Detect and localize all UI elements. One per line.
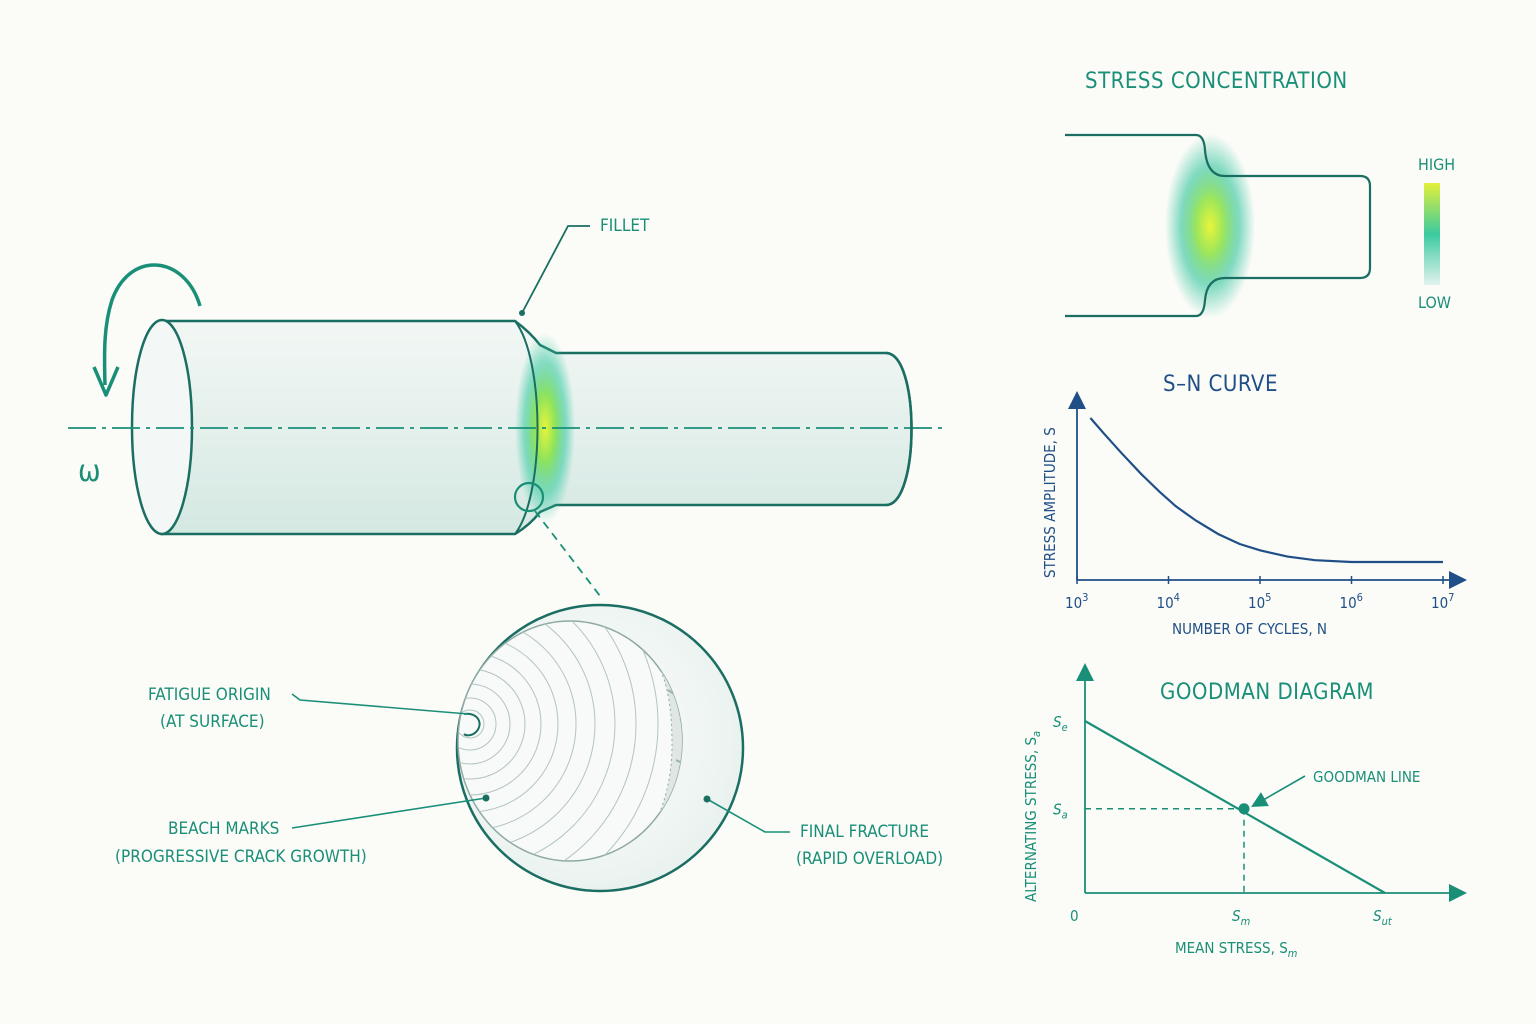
scale-high-label: HIGH [1418,155,1455,174]
fracture-face [457,620,683,862]
goodman-origin-label: 0 [1070,907,1079,925]
sn-curve-line [1089,417,1443,564]
goodman-x-tick-label: Sm [1232,907,1250,928]
sn-x-label: NUMBER OF CYCLES, N [1172,620,1327,638]
goodman-line [1084,720,1386,894]
stress-hotspot [1165,134,1255,318]
goodman-y-label: ALTERNATING STRESS, Sa [1022,731,1043,902]
rotation-arrowhead-icon [92,366,120,397]
origin-label-line1: FATIGUE ORIGIN [148,685,271,705]
goodman-line-leader [1251,775,1306,807]
goodman-title: GOODMAN DIAGRAM [1160,680,1374,705]
fillet-edge [514,320,539,535]
origin-leader [291,693,469,715]
sn-y-label: STRESS AMPLITUDE, S [1041,427,1059,578]
final-label-line1: FINAL FRACTURE [800,822,929,842]
final-fracture-zone [608,659,682,861]
fracture-surface-detail: FATIGUE ORIGIN (AT SURFACE) BEACH MARKS … [115,603,943,893]
goodman-y-tick-label: Sa [1053,801,1068,822]
sn-x-ticks: 103 104 105 106 107 [1065,576,1454,612]
rotation-arrow-icon [102,263,202,386]
sn-title: S–N CURVE [1163,372,1278,397]
goodman-x-label: MEAN STRESS, Sm [1175,939,1297,960]
final-label-line2: (RAPID OVERLOAD) [796,849,943,869]
beach-label-line2: (PROGRESSIVE CRACK GROWTH) [115,847,367,867]
sn-tick-label: 104 [1157,591,1180,612]
goodman-x-tick-label: Sut [1373,907,1393,928]
sn-tick-label: 107 [1431,591,1454,612]
scale-low-label: LOW [1418,293,1451,312]
detail-marker [513,481,545,513]
sn-tick-label: 103 [1065,591,1088,612]
sn-tick-label: 106 [1340,591,1363,612]
goodman-line-label: GOODMAN LINE [1313,768,1420,786]
shaft-end-face [130,318,194,536]
stress-concentration-panel: STRESS CONCENTRATION HIGH LOW [1065,69,1455,318]
fillet-label: FILLET [600,216,650,236]
stress-color-scale [1424,183,1440,285]
beach-label-line1: BEACH MARKS [168,819,279,839]
shaft-illustration: ω FILLET [68,216,946,597]
beach-marks-leader [291,797,487,829]
fillet-leader [521,225,590,314]
sn-tick-label: 105 [1248,591,1271,612]
stress-concentration-title: STRESS CONCENTRATION [1085,69,1348,94]
detail-leader [534,510,601,597]
goodman-y-tick-label: Se [1053,713,1068,734]
origin-label-line2: (AT SURFACE) [160,712,265,732]
final-fracture-leader [706,798,790,833]
goodman-operating-point [1238,803,1250,815]
sn-curve-chart: S–N CURVE 103 104 105 106 107 NUMBER OF CYCL… [1041,372,1467,638]
stepped-bar-outline [1065,133,1372,318]
fatigue-origin-icon [463,712,481,737]
rotation-symbol: ω [78,454,101,489]
